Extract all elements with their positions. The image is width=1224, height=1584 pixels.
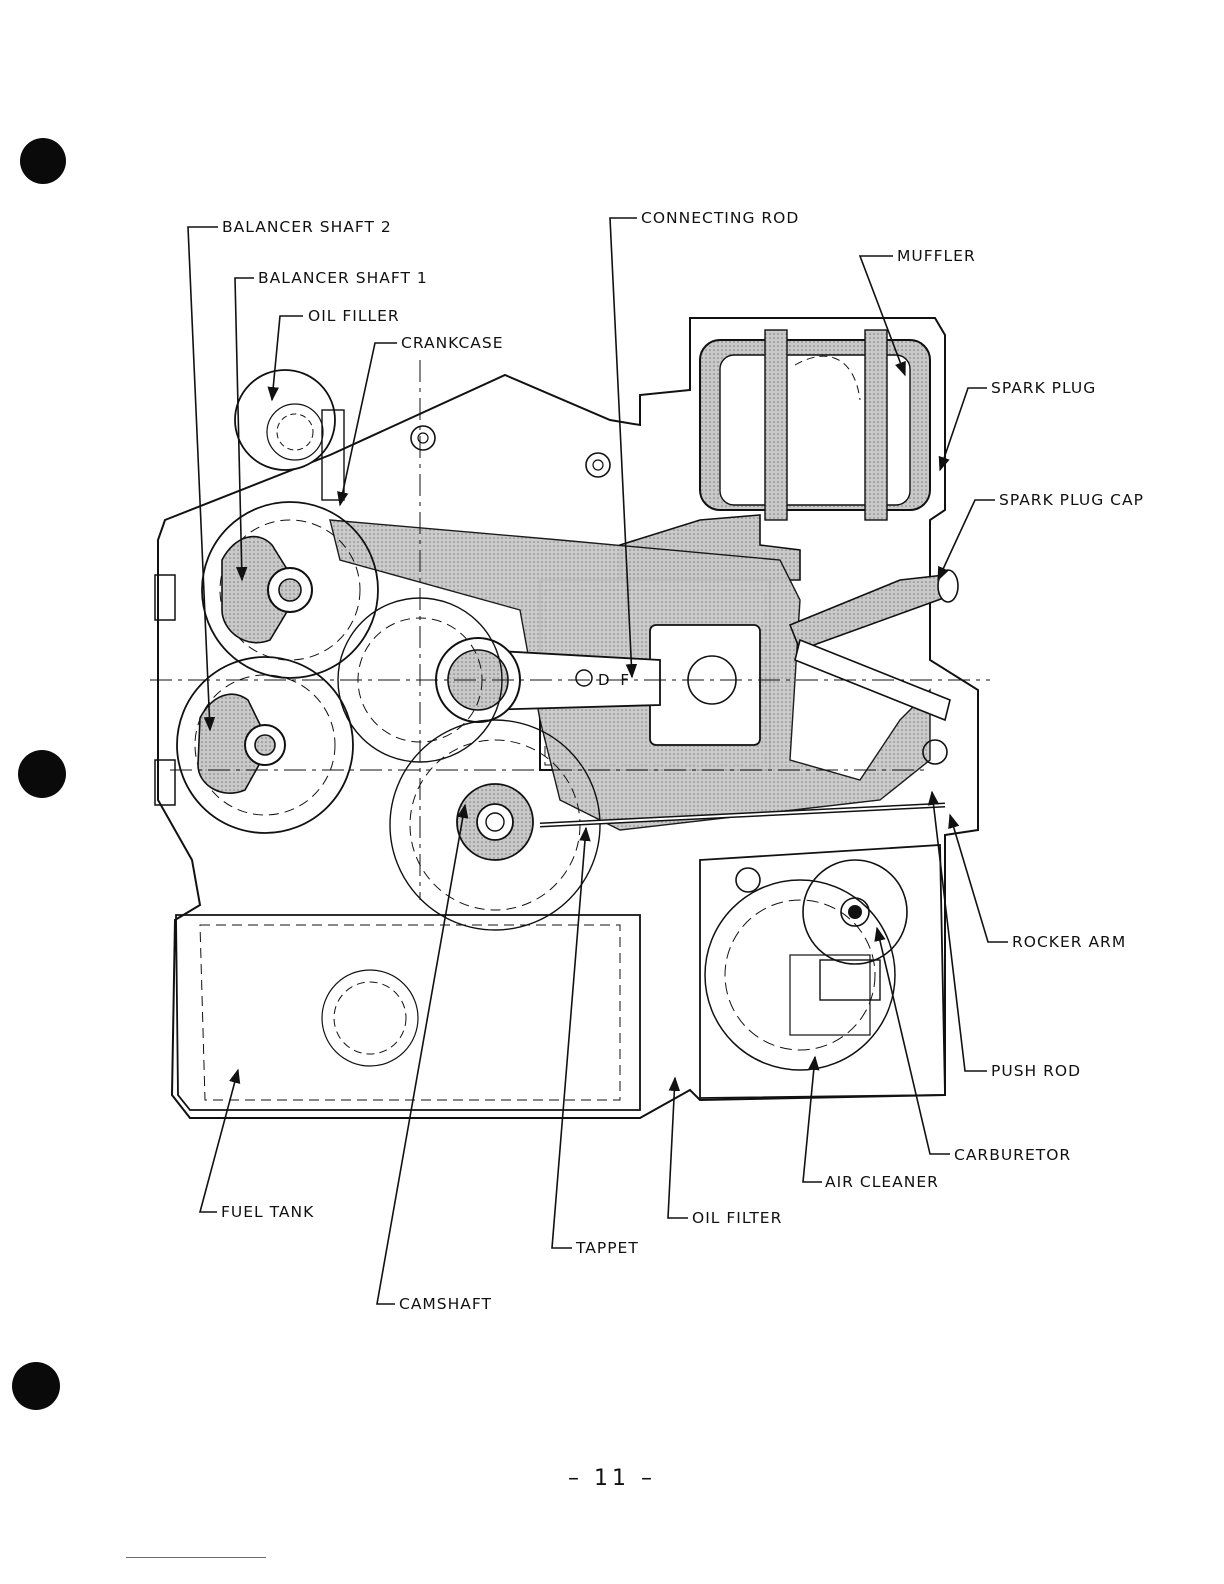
label-spark-plug: SPARK PLUG	[991, 379, 1096, 397]
leader-spark-plug-cap	[938, 500, 995, 580]
label-connecting-rod: CONNECTING ROD	[641, 209, 799, 227]
leader-carburetor	[877, 928, 950, 1154]
spark-plug	[790, 575, 952, 650]
label-carburetor: CARBURETOR	[954, 1146, 1071, 1164]
footer-link-rule	[126, 1557, 266, 1558]
label-muffler: MUFFLER	[897, 247, 976, 265]
label-rocker-arm: ROCKER ARM	[1012, 933, 1126, 951]
leader-crankcase	[340, 343, 397, 505]
label-spark-plug-cap: SPARK PLUG CAP	[999, 491, 1144, 509]
label-crankcase: CRANKCASE	[401, 334, 504, 352]
leader-air-cleaner	[803, 1057, 822, 1182]
label-push-rod: PUSH ROD	[991, 1062, 1081, 1080]
label-oil-filter: OIL FILTER	[692, 1209, 782, 1227]
leader-push-rod	[932, 792, 987, 1071]
leader-spark-plug	[940, 388, 987, 470]
label-fuel-tank: FUEL TANK	[221, 1203, 314, 1221]
leader-balancer-shaft-2	[188, 227, 218, 730]
label-balancer-shaft-2: BALANCER SHAFT 2	[222, 218, 392, 236]
leader-rocker-arm	[950, 815, 1008, 942]
leader-tappet	[552, 828, 586, 1248]
leader-oil-filter	[668, 1078, 688, 1218]
label-tappet: TAPPET	[575, 1239, 639, 1257]
label-air-cleaner: AIR CLEANER	[825, 1173, 939, 1191]
label-oil-filler: OIL FILLER	[308, 307, 400, 325]
leader-camshaft	[377, 805, 465, 1304]
page-number: – 11 –	[0, 1466, 1224, 1491]
label-camshaft: CAMSHAFT	[399, 1295, 492, 1313]
label-balancer-shaft-1: BALANCER SHAFT 1	[258, 269, 428, 287]
engine-drawing: D F	[150, 318, 990, 1118]
carburetor-body	[820, 960, 880, 1000]
leader-fuel-tank	[200, 1070, 238, 1212]
